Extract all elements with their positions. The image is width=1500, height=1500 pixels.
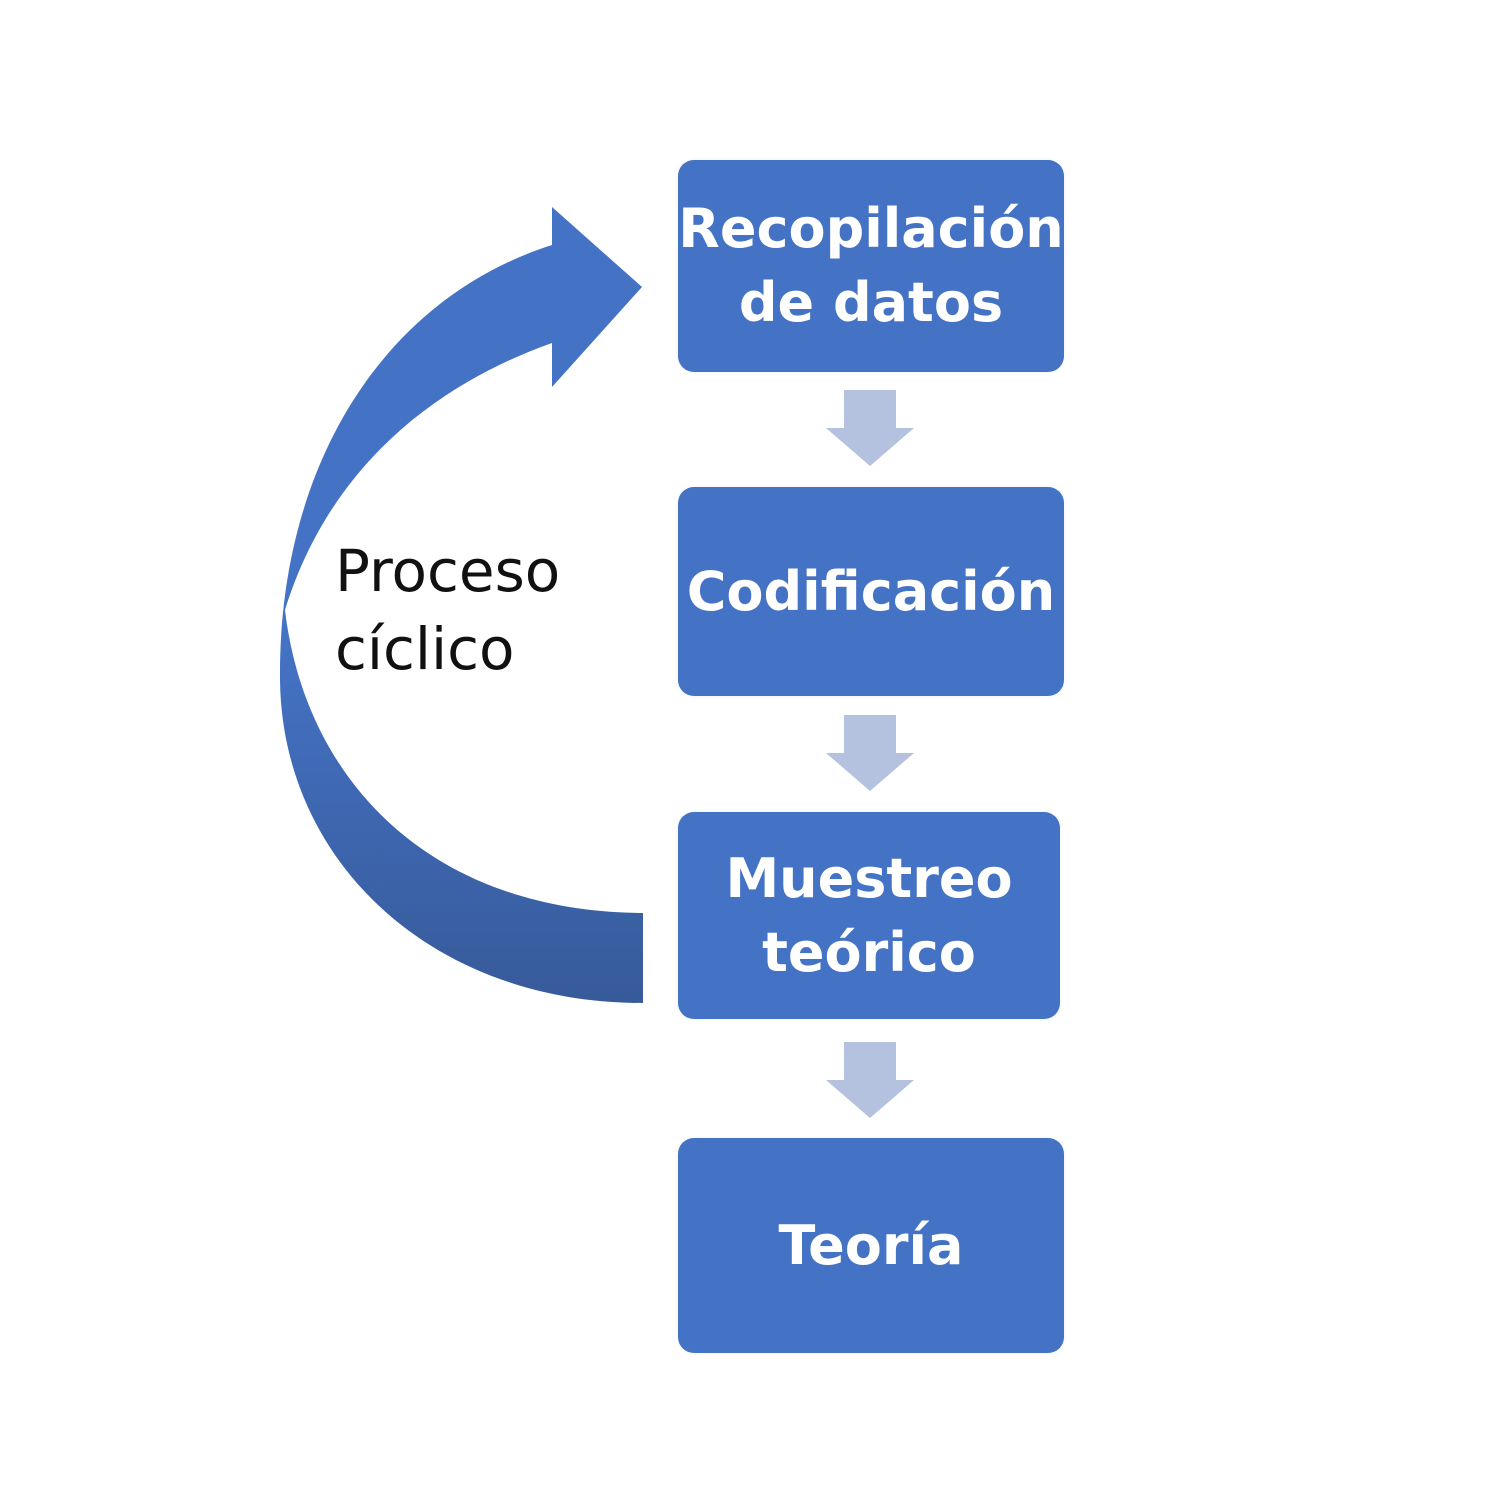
step-label: Codificación (686, 559, 1056, 623)
step-data-collection: Recopilación de datos (678, 160, 1064, 372)
step-label: Muestreo teórico (725, 846, 1013, 984)
step-label: Recopilación de datos (678, 197, 1064, 334)
down-arrow-icon (826, 715, 914, 791)
down-arrow-icon (826, 1042, 914, 1118)
down-arrow-icon (826, 390, 914, 466)
step-theoretical-sampling: Muestreo teórico (678, 812, 1060, 1019)
step-coding: Codificación (678, 487, 1064, 696)
cycle-label: Proceso cíclico (335, 537, 561, 683)
step-theory: Teoría (678, 1138, 1064, 1353)
step-label: Teoría (778, 1213, 964, 1277)
